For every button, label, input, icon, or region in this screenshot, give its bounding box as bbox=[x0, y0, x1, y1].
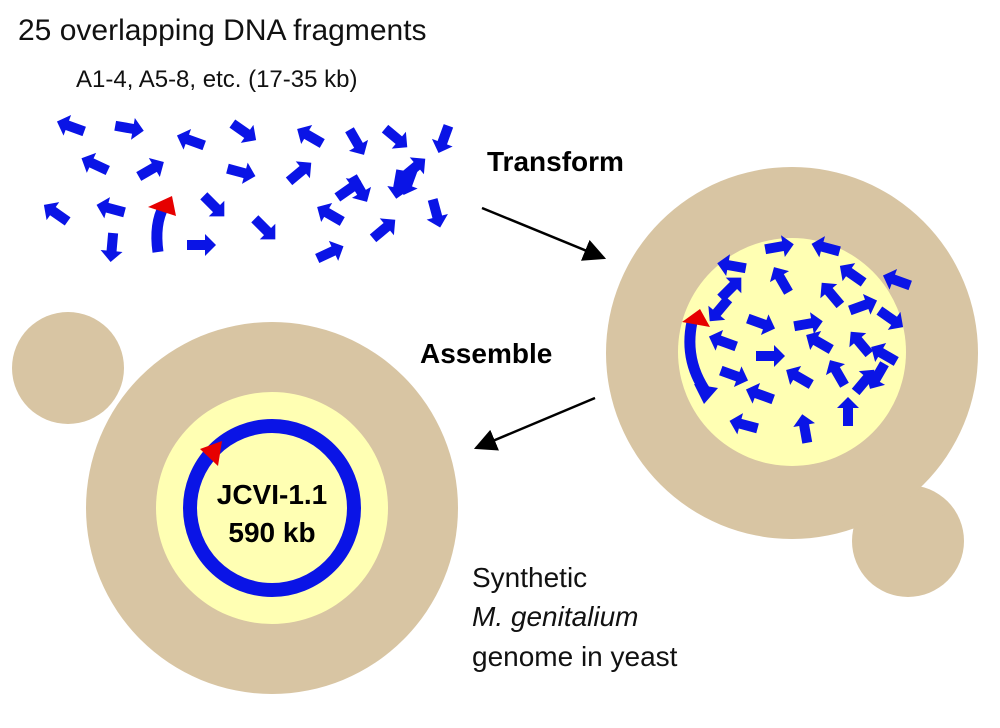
dna-fragment-arrow bbox=[717, 254, 747, 276]
dna-fragment-arrow bbox=[317, 202, 345, 226]
genome-name-label: JCVI-1.1 bbox=[216, 479, 328, 510]
dna-fragment-arrow bbox=[251, 215, 276, 240]
dna-fragment-arrow bbox=[229, 119, 257, 143]
dna-fragment-arrow bbox=[793, 312, 823, 334]
dna-fragment-arrow bbox=[849, 331, 874, 358]
genome-size-label: 590 kb bbox=[228, 517, 316, 548]
dna-fragment-arrow bbox=[839, 263, 867, 287]
circular-genome-ring bbox=[183, 419, 361, 597]
transform-label: Transform bbox=[487, 146, 624, 177]
dna-fragment-arrow bbox=[756, 345, 785, 367]
caption-line-3: genome in yeast bbox=[472, 641, 678, 672]
dna-fragment-arrow bbox=[187, 234, 216, 256]
dna-fragment-arrow bbox=[719, 365, 749, 388]
diagram-title: 25 overlapping DNA fragments bbox=[18, 14, 427, 47]
assemble-label: Assemble bbox=[420, 338, 553, 369]
dna-fragment-arrow bbox=[200, 192, 225, 217]
dna-fragment-arrow bbox=[708, 295, 733, 322]
assembled-yeast-cell bbox=[12, 312, 458, 694]
dna-fragment-arrow bbox=[136, 157, 164, 181]
dna-fragment-arrow bbox=[876, 306, 904, 330]
dna-fragment-arrow bbox=[426, 198, 448, 228]
dna-fragment-arrow bbox=[837, 397, 859, 426]
dna-fragment-arrow bbox=[381, 124, 408, 149]
fragment-range-label: A1-4, A5-8, etc. (17-35 kb) bbox=[76, 66, 358, 93]
dna-fragment-arrow bbox=[297, 124, 325, 148]
dna-fragment-arrow bbox=[745, 382, 775, 405]
dna-fragment-arrow bbox=[820, 282, 845, 309]
dna-fragment-arrow bbox=[226, 162, 256, 184]
loose-dna-fragments bbox=[43, 114, 454, 264]
dna-fragment-arrow bbox=[369, 218, 396, 243]
transformed-yeast-cell bbox=[606, 167, 978, 597]
dna-fragment-arrow bbox=[114, 118, 144, 140]
genome-start-marker bbox=[200, 441, 222, 466]
red-start-marker bbox=[682, 309, 710, 327]
dna-fragment-arrow bbox=[769, 267, 793, 295]
dna-fragment-arrow bbox=[431, 124, 454, 154]
dna-fragment-arrow bbox=[746, 313, 776, 336]
dna-fragment-arrow bbox=[811, 236, 841, 258]
bud bbox=[12, 312, 124, 424]
dna-fragment-arrow bbox=[81, 152, 110, 176]
dna-fragment-arrow bbox=[786, 365, 814, 389]
red-start-marker bbox=[148, 196, 176, 216]
dna-fragment-arrow bbox=[851, 369, 876, 396]
marked-fragment bbox=[148, 196, 176, 253]
dna-fragment-arrow bbox=[315, 240, 344, 264]
dna-fragment-arrow bbox=[729, 413, 759, 435]
dna-fragment-arrow bbox=[708, 329, 738, 352]
dna-fragment-arrow bbox=[848, 293, 878, 316]
assemble-arrow bbox=[473, 396, 596, 451]
dna-fragment-arrow bbox=[285, 161, 312, 186]
dna-fragment-arrow bbox=[717, 277, 742, 302]
dna-fragment-arrow bbox=[176, 128, 206, 151]
dna-fragment-arrow bbox=[348, 174, 372, 202]
caption-line-1: Synthetic bbox=[472, 562, 588, 593]
dna-fragment-arrow bbox=[882, 268, 912, 291]
dna-fragment-arrow bbox=[865, 361, 889, 389]
dna-fragment-arrow bbox=[793, 414, 815, 444]
marked-fragment bbox=[682, 309, 718, 404]
dna-fragment-arrow bbox=[764, 235, 794, 257]
nucleus-dna-fragments bbox=[682, 235, 912, 444]
dna-fragment-arrow bbox=[345, 127, 369, 155]
dna-fragment-arrow bbox=[43, 202, 71, 226]
transform-arrow bbox=[481, 206, 607, 261]
nucleus bbox=[678, 238, 906, 466]
dna-fragment-arrow bbox=[871, 342, 899, 366]
dna-fragment-arrow bbox=[387, 169, 409, 199]
dna-fragment-arrow bbox=[56, 114, 86, 137]
dna-fragment-arrow bbox=[825, 360, 849, 388]
caption-line-2: M. genitalium bbox=[472, 601, 639, 632]
dna-fragment-arrow bbox=[806, 330, 834, 354]
dna-fragment-arrow bbox=[100, 232, 123, 262]
dna-fragment-arrow bbox=[96, 197, 126, 219]
